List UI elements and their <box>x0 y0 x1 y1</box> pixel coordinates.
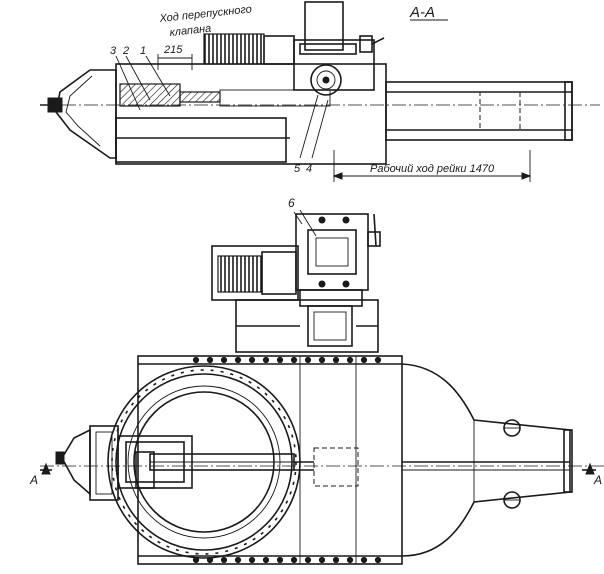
flange-bolts <box>192 356 382 564</box>
callout-3: 3 <box>110 45 117 57</box>
cap <box>304 1 344 51</box>
inner-cylinder <box>115 117 287 163</box>
housing <box>115 63 387 165</box>
gate-box <box>313 447 359 487</box>
bypass-label-line2: клапана <box>169 23 212 39</box>
actuator-head <box>55 425 295 501</box>
right-cone <box>401 363 573 557</box>
callout-4: 4 <box>306 163 312 175</box>
gearbox <box>295 213 369 291</box>
rack-tube <box>385 81 573 141</box>
section-mark-right: А <box>593 473 602 487</box>
callout-6: 6 <box>288 196 295 210</box>
callout-2: 2 <box>122 45 129 57</box>
callout-5: 5 <box>294 163 301 175</box>
coupling <box>307 305 353 347</box>
section-title: А-А <box>409 4 435 21</box>
section-view <box>40 1 600 182</box>
bypass-label-line1: Ход перепускного <box>158 3 252 25</box>
drive-unit <box>211 211 381 353</box>
section-mark-left: А <box>29 473 38 487</box>
valve-body <box>137 355 403 565</box>
front-view <box>40 209 604 565</box>
motor-top <box>203 33 265 65</box>
gear-wheel <box>310 64 342 96</box>
bypass-stroke-value: 215 <box>163 44 183 56</box>
callout-1: 1 <box>140 45 146 57</box>
nose-cone <box>40 69 117 159</box>
rack-stroke-label: Рабочий ход рейки 1470 <box>370 163 495 175</box>
